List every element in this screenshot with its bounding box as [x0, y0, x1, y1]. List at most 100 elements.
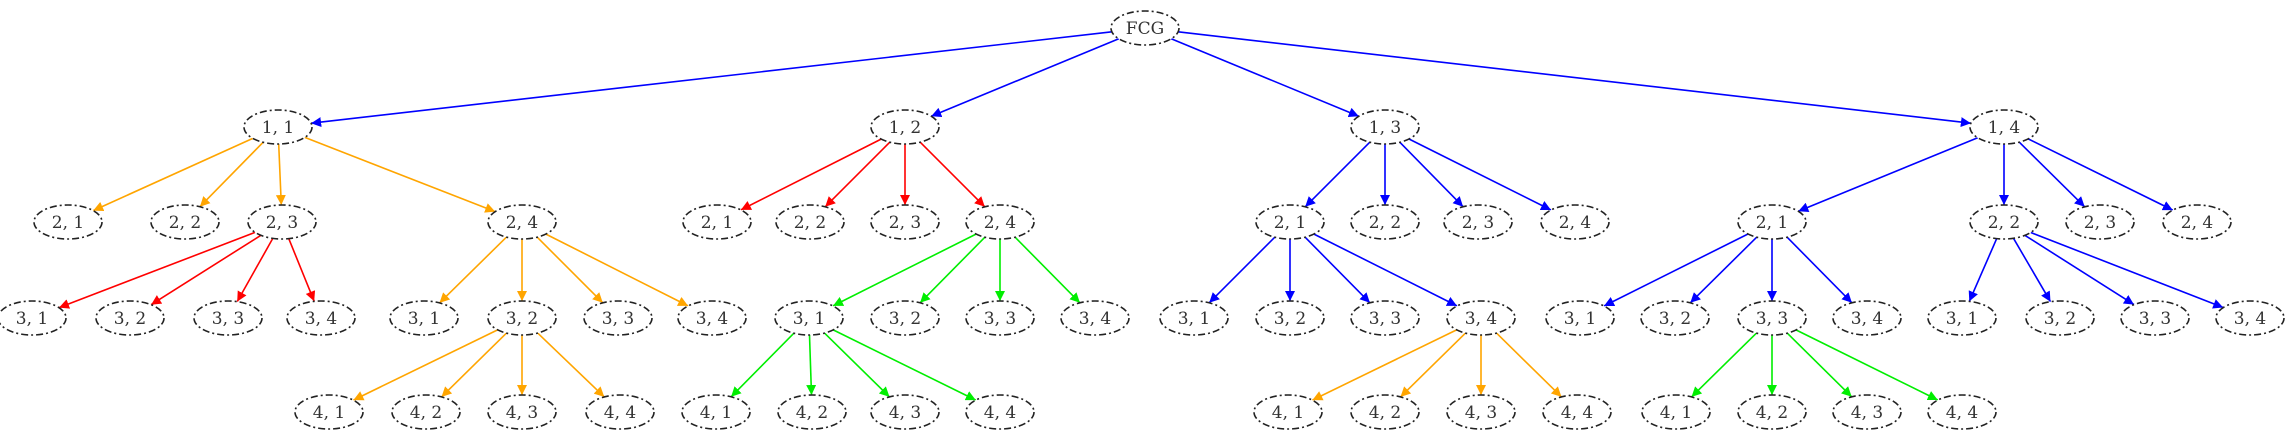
node-ellipse	[585, 394, 655, 430]
node-label: 3, 4	[1079, 309, 1111, 329]
node-ellipse	[1640, 300, 1710, 336]
node-a32: 3, 2	[95, 300, 165, 336]
edge-c1-to-c14	[1313, 233, 1458, 307]
node-label: 3, 2	[1274, 309, 1306, 329]
node-c3: 2, 3	[1443, 204, 1513, 240]
node-ellipse	[870, 204, 940, 240]
node-d14: 3, 4	[1832, 300, 1902, 336]
node-label: 2, 2	[169, 213, 201, 233]
node-label: 2, 3	[1462, 213, 1494, 233]
node-label: 3, 1	[16, 309, 48, 329]
node-ellipse	[870, 109, 940, 145]
node-ellipse	[774, 300, 844, 336]
edge-c14-to-c141	[1312, 329, 1457, 401]
node-ellipse	[870, 394, 940, 430]
node-a423: 4, 3	[487, 394, 557, 430]
node-label: 4, 4	[604, 403, 636, 423]
node-label: 3, 1	[1178, 309, 1210, 329]
node-label: 2, 3	[889, 213, 921, 233]
node-ellipse	[1545, 300, 1615, 336]
node-ellipse	[1832, 394, 1902, 430]
node-ellipse	[487, 204, 557, 240]
node-label: 2, 2	[1369, 213, 1401, 233]
edge-a4-to-a41	[438, 236, 508, 304]
node-label: 4, 2	[1369, 403, 1401, 423]
node-label: 3, 3	[212, 309, 244, 329]
node-ellipse	[1253, 394, 1323, 430]
node-label: 3, 4	[305, 309, 337, 329]
node-b42: 3, 2	[870, 300, 940, 336]
node-ellipse	[95, 300, 165, 336]
node-root: FCG	[1110, 10, 1180, 46]
edge-c14-to-c142	[1399, 332, 1467, 398]
edge-a-to-a4	[304, 136, 496, 213]
node-label: 4, 3	[1851, 403, 1883, 423]
node-ellipse	[1832, 300, 1902, 336]
node-label: 1, 4	[1988, 118, 2020, 138]
node-label: 4, 3	[889, 403, 921, 423]
edge-d-to-d4	[2027, 138, 2174, 211]
edge-b4-to-b44	[1014, 236, 1081, 304]
node-a43: 3, 3	[583, 300, 653, 336]
node-label: 4, 1	[1660, 403, 1692, 423]
edge-d2-to-d21	[1968, 238, 1998, 302]
edge-a3-to-a34	[288, 238, 316, 302]
node-ellipse	[1542, 394, 1612, 430]
node-label: 3, 3	[602, 309, 634, 329]
node-d23: 3, 3	[2120, 300, 2190, 336]
node-label: 4, 2	[796, 403, 828, 423]
node-a424: 4, 4	[585, 394, 655, 430]
node-d11: 3, 1	[1545, 300, 1615, 336]
edge-c-to-c4	[1408, 138, 1552, 211]
node-label: 2, 2	[1988, 213, 2020, 233]
node-b411: 4, 1	[681, 394, 751, 430]
node-label: 1, 2	[889, 118, 921, 138]
node-label: 2, 4	[1559, 213, 1591, 233]
node-label: 3, 3	[1756, 309, 1788, 329]
node-b41: 3, 1	[774, 300, 844, 336]
node-label: 3, 3	[984, 309, 1016, 329]
node-label: 2, 2	[794, 213, 826, 233]
edge-c-to-c1	[1304, 141, 1371, 208]
edge-c14-to-c144	[1495, 332, 1563, 398]
node-c142: 4, 2	[1350, 394, 1420, 430]
node-b412: 4, 2	[777, 394, 847, 430]
edge-d1-to-d11	[1603, 233, 1749, 307]
node-label: 4, 1	[1272, 403, 1304, 423]
node-b: 1, 2	[870, 109, 940, 145]
node-c13: 3, 3	[1350, 300, 1420, 336]
node-ellipse	[1443, 204, 1513, 240]
node-ellipse	[1641, 394, 1711, 430]
node-ellipse	[294, 394, 364, 430]
edge-c1-to-c13	[1304, 236, 1371, 304]
node-b1: 2, 1	[682, 204, 752, 240]
node-label: 3, 2	[1659, 309, 1691, 329]
edge-d1-to-d14	[1786, 236, 1853, 304]
edge-d-to-d1	[1797, 137, 1979, 213]
node-d: 1, 4	[1969, 109, 2039, 145]
node-ellipse	[1969, 109, 2039, 145]
edge-d13-to-d131	[1690, 332, 1758, 398]
node-label: 2, 1	[52, 213, 84, 233]
node-d24: 3, 4	[2215, 300, 2285, 336]
edge-a3-to-a31	[58, 231, 256, 309]
node-ellipse	[487, 394, 557, 430]
edge-b41-to-b413	[823, 332, 891, 398]
node-label: 4, 4	[1561, 403, 1593, 423]
node-label: FCG	[1126, 19, 1164, 39]
node-ellipse	[965, 204, 1035, 240]
node-a2: 2, 2	[150, 204, 220, 240]
node-label: 4, 4	[984, 403, 1016, 423]
node-a41: 3, 1	[389, 300, 459, 336]
node-c: 1, 3	[1350, 109, 1420, 145]
node-label: 3, 2	[2044, 309, 2076, 329]
node-label: 2, 3	[266, 213, 298, 233]
node-ellipse	[1110, 10, 1180, 46]
node-d13: 3, 3	[1737, 300, 1807, 336]
node-label: 3, 4	[696, 309, 728, 329]
edge-d1-to-d12	[1689, 236, 1758, 304]
node-ellipse	[2215, 300, 2285, 336]
edge-a3-to-a33	[236, 238, 274, 302]
node-ellipse	[33, 204, 103, 240]
